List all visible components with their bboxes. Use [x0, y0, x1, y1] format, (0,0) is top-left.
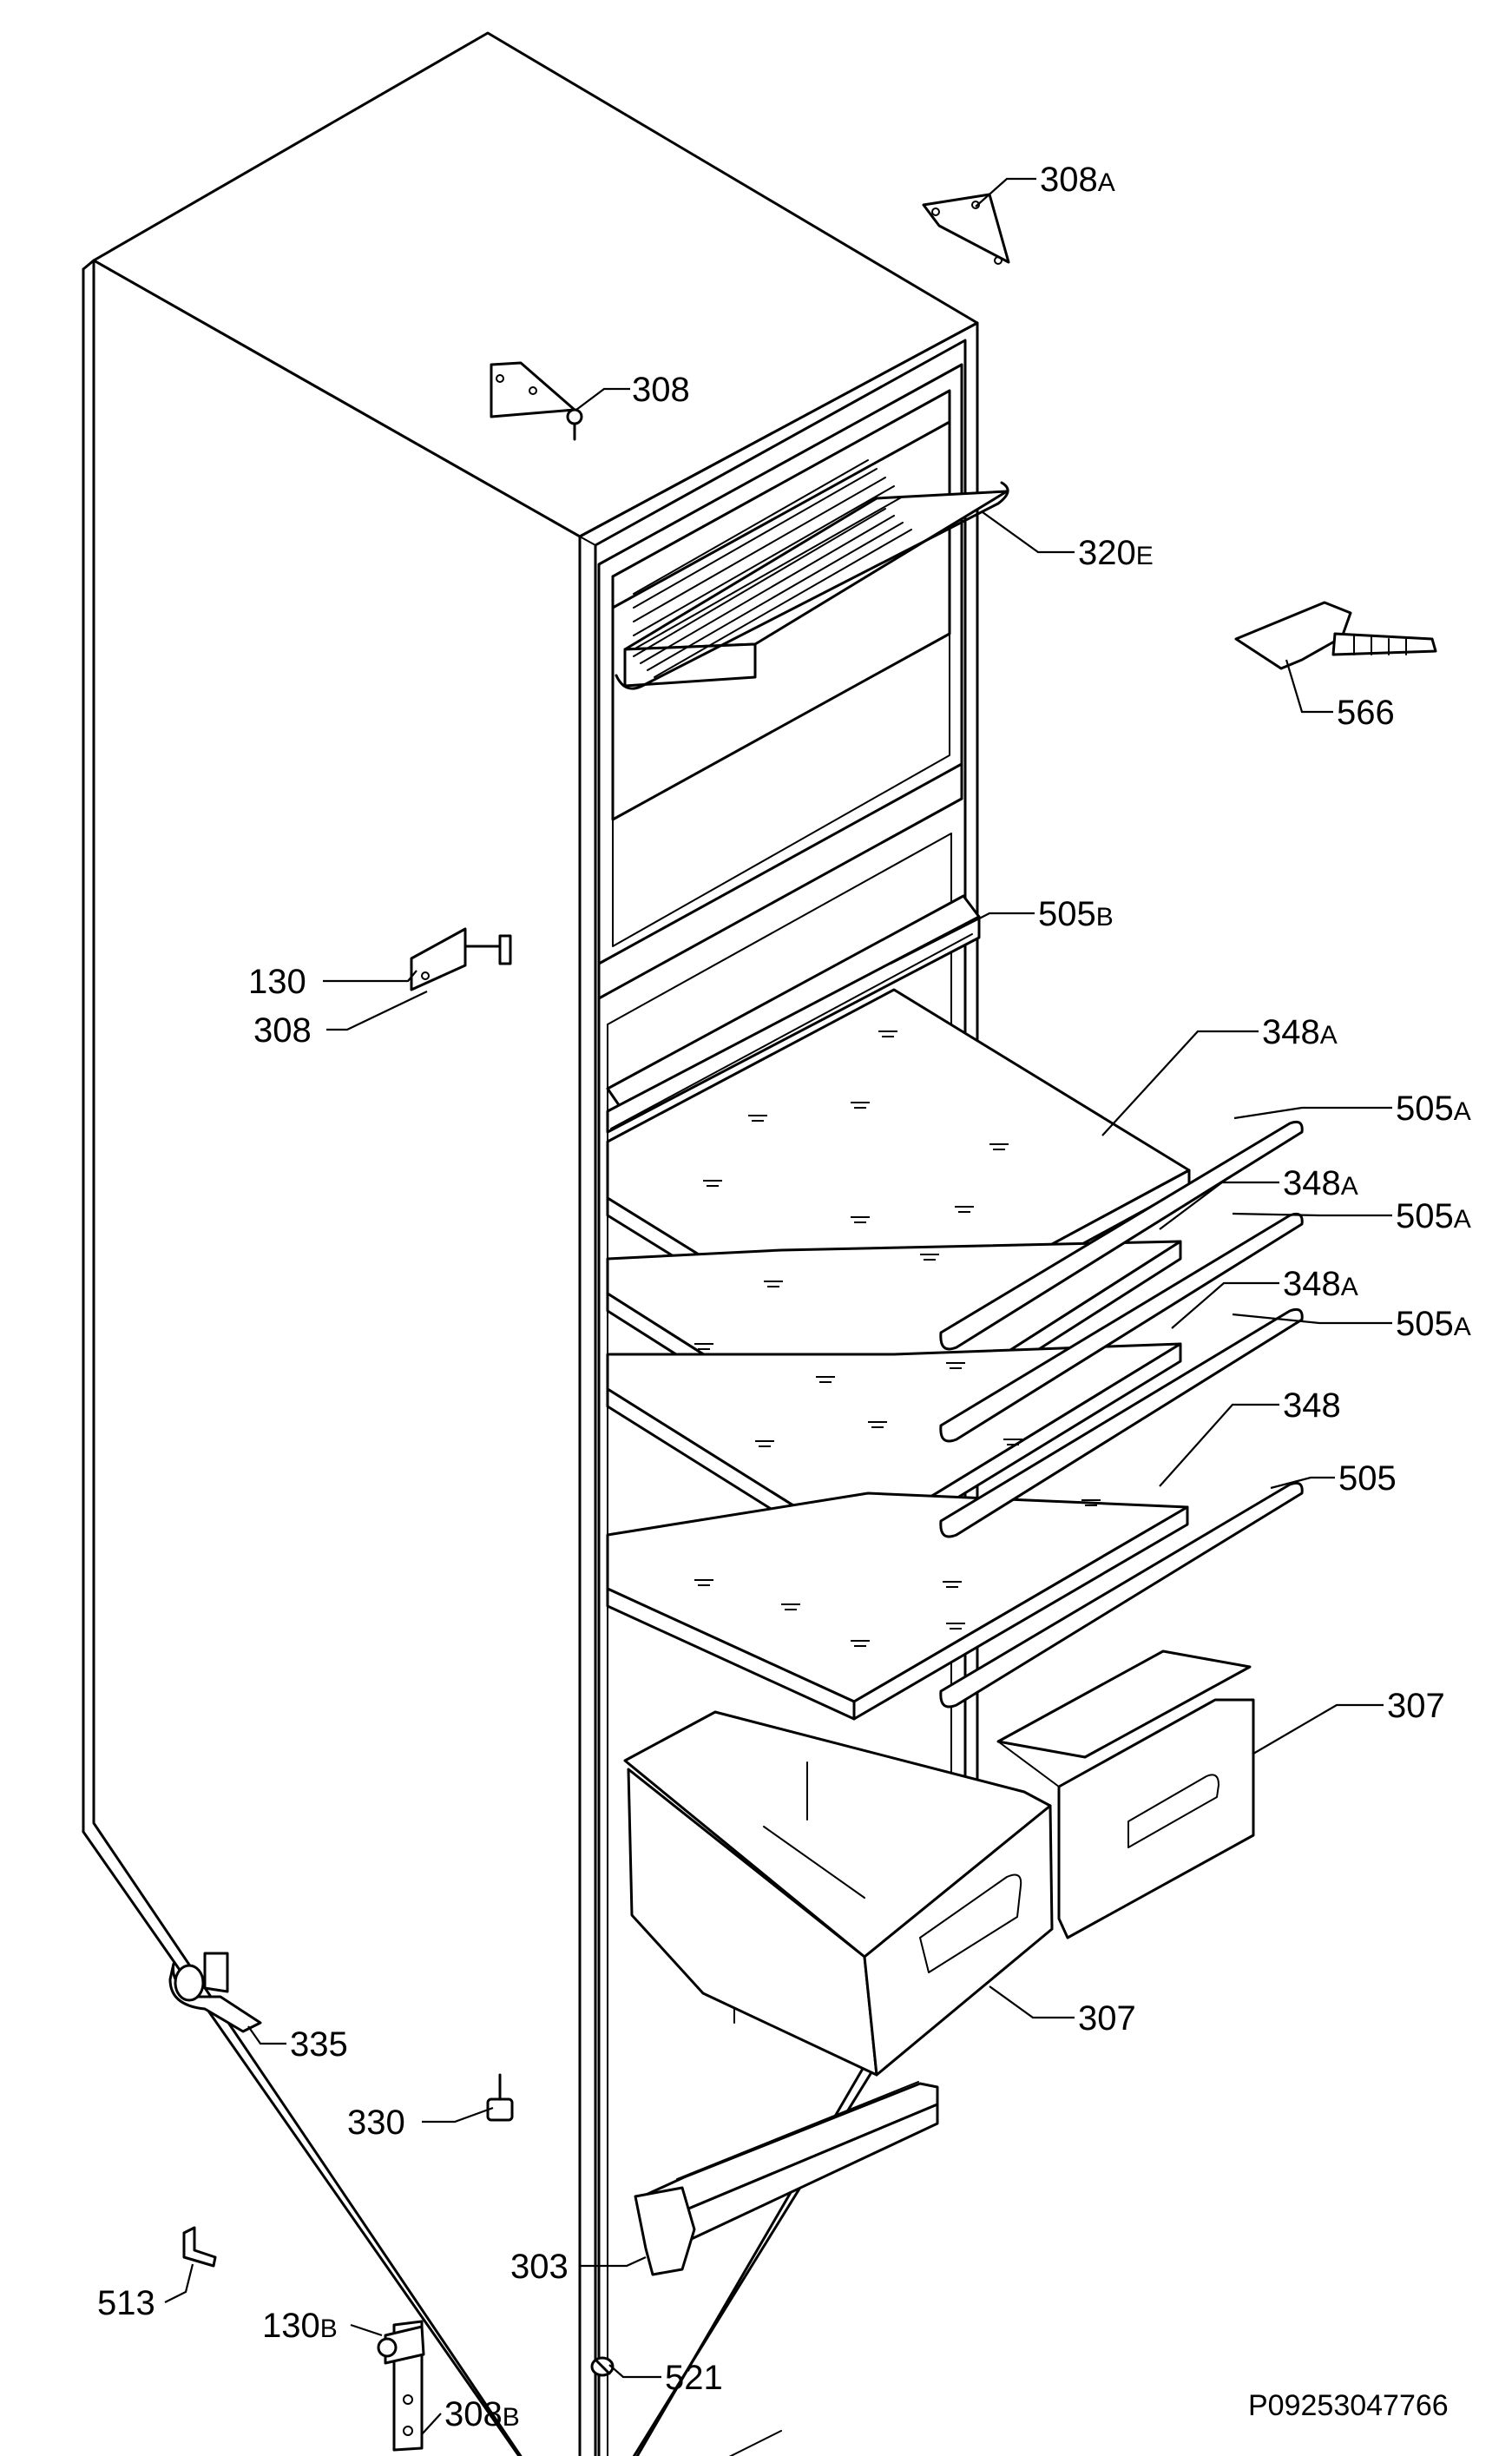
part-label-330: 330 — [347, 2104, 405, 2142]
glass-texture-marks — [694, 1030, 1101, 1647]
part-label-130B: 130B — [262, 2307, 338, 2345]
front-shelf-trim-505 — [939, 1481, 1304, 1709]
part-label-307-left: 307 — [1078, 1999, 1136, 2038]
part-label-335: 335 — [290, 2025, 348, 2064]
part-label-320E: 320E — [1078, 534, 1154, 572]
hinge-pin-130 — [410, 927, 512, 991]
part-label-308A: 308A — [1040, 161, 1115, 199]
hinge-bracket-308A — [922, 193, 1010, 265]
freezer-wire-shelf — [615, 459, 1009, 690]
part-label-513: 513 — [97, 2284, 155, 2322]
part-label-308-side: 308 — [253, 1011, 312, 1050]
part-label-348A-3: 348A — [1283, 1265, 1358, 1303]
adjustable-foot-330 — [486, 2073, 514, 2122]
rear-shelf-trim-505B — [606, 894, 981, 1134]
part-label-505: 505 — [1338, 1459, 1397, 1498]
part-label-521: 521 — [665, 2359, 723, 2397]
part-label-348: 348 — [1283, 1386, 1341, 1425]
ice-scraper-566 — [1234, 601, 1437, 670]
part-label-307-right: 307 — [1387, 1687, 1445, 1725]
part-label-505A-2: 505A — [1396, 1197, 1471, 1235]
leader-lines — [164, 177, 1392, 2435]
part-label-348A-1: 348A — [1262, 1013, 1338, 1051]
glass-shelf-348 — [606, 1491, 1189, 1721]
hinge-335 — [168, 1952, 262, 2033]
part-labels: 308A 308 320E 566 505B 130 308 348A 505A… — [97, 161, 1471, 2433]
part-label-566: 566 — [1337, 694, 1395, 732]
part-label-130: 130 — [248, 963, 306, 1001]
document-code: P09253047766 — [1248, 2389, 1449, 2422]
hinge-bracket-308 — [490, 361, 583, 441]
clip-513 — [182, 2226, 217, 2268]
part-label-505B: 505B — [1038, 895, 1114, 933]
front-shelf-trim-505A-1 — [939, 1120, 1304, 1351]
wire-grid — [633, 459, 912, 678]
part-label-505A-3: 505A — [1396, 1305, 1471, 1343]
part-label-303: 303 — [510, 2248, 569, 2286]
part-label-308: 308 — [632, 371, 690, 409]
kickplate-303 — [634, 2081, 939, 2276]
screw-521 — [590, 2356, 615, 2377]
part-label-505A-1: 505A — [1396, 1090, 1471, 1128]
hinge-308B — [377, 2320, 425, 2452]
part-label-348A-2: 348A — [1283, 1164, 1358, 1202]
crisper-drawer-right — [996, 1649, 1255, 1939]
part-label-308B: 308B — [444, 2395, 520, 2433]
front-shelf-trim-505A-3 — [939, 1307, 1304, 1538]
crisper-drawer-left — [623, 1710, 1054, 2077]
